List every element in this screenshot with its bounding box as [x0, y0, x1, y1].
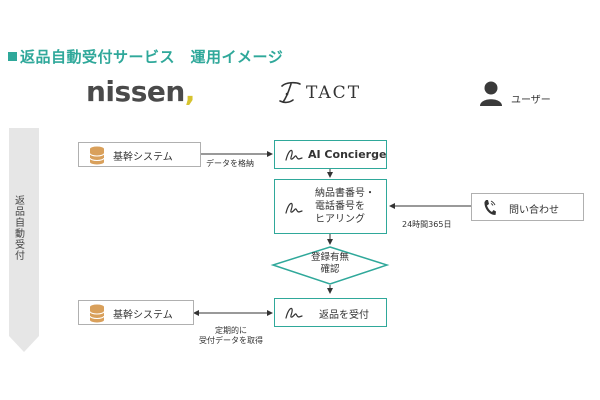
- hearing-line-3: ヒアリング: [315, 214, 365, 225]
- signature-logo-icon: [285, 307, 303, 319]
- signature-logo-icon: [285, 202, 303, 214]
- title-bullet: [8, 52, 17, 61]
- edge-label-periodic: 定期的に 受付データを取得: [186, 326, 276, 346]
- periodic-line-2: 受付データを取得: [199, 336, 263, 345]
- tact-logo: TACT: [276, 80, 376, 106]
- registered-line-2: 確認: [320, 264, 340, 275]
- signature-logo-icon: [285, 149, 303, 161]
- nissen-logo: nissen,: [86, 75, 195, 108]
- edge-label-hours: 24時間365日: [402, 220, 452, 229]
- side-process-bar: [9, 128, 39, 352]
- hearing-box: 納品書番号・ 電話番号を ヒアリング: [274, 179, 387, 234]
- kikan-system-bottom-label: 基幹システム: [113, 310, 173, 321]
- accept-return-box: 返品を受付: [274, 298, 387, 327]
- phone-icon: [484, 200, 496, 215]
- kikan-system-top-label: 基幹システム: [113, 152, 173, 163]
- ai-concierge-box: AI Concierge: [274, 140, 387, 169]
- registered-line-1: 登録有無: [310, 252, 349, 263]
- ai-concierge-label: AI Concierge: [308, 148, 387, 161]
- kikan-system-bottom-box: 基幹システム: [78, 300, 194, 325]
- check-diamond: [270, 246, 390, 285]
- nissen-logo-comma: ,: [184, 75, 196, 108]
- periodic-line-1: 定期的に: [215, 326, 247, 335]
- hearing-line-1: 納品書番号・: [315, 188, 375, 199]
- kikan-system-top-box: 基幹システム: [78, 142, 201, 167]
- hearing-line-2: 電話番号を: [315, 201, 365, 212]
- user-icon: [480, 81, 502, 106]
- edge-label-data-store: データを格納: [206, 159, 254, 168]
- inquiry-label: 問い合わせ: [509, 205, 559, 216]
- tact-mark-icon: [279, 81, 301, 104]
- user-label: ユーザー: [511, 95, 551, 106]
- page-title-text: 返品自動受付サービス 運用イメージ: [20, 48, 284, 66]
- tact-logo-text: TACT: [306, 83, 362, 103]
- inquiry-box: 問い合わせ: [471, 193, 584, 221]
- database-icon: [89, 146, 105, 165]
- accept-return-label: 返品を受付: [319, 310, 369, 321]
- registered-check-label: 登録有無 確認: [300, 252, 360, 276]
- database-icon: [89, 304, 105, 323]
- page-title: 返品自動受付サービス 運用イメージ: [8, 46, 283, 67]
- hearing-label: 納品書番号・ 電話番号を ヒアリング: [315, 187, 375, 226]
- side-process-label: 返品自動受付: [15, 196, 25, 262]
- nissen-logo-text: nissen: [86, 75, 185, 108]
